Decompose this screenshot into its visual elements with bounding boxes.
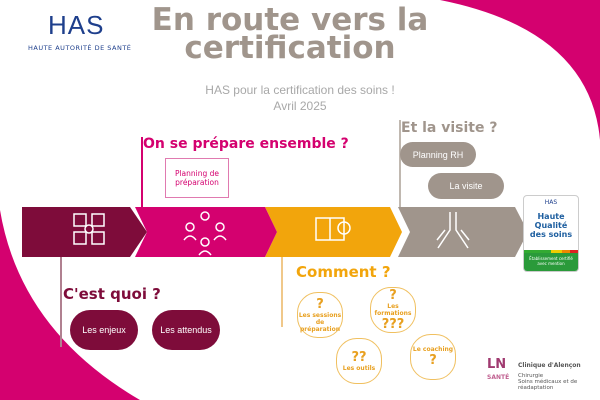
sessions-card[interactable]: ?Les sessions de préparation — [297, 292, 343, 338]
badge-logo: HAS — [544, 199, 558, 206]
has-logo: HAS — [48, 10, 105, 40]
hands-together-icon — [436, 212, 470, 249]
attendus-button[interactable]: Les attendus — [152, 310, 220, 350]
heading-prepare: On se prépare ensemble ? — [143, 136, 349, 152]
arrow-step-2 — [265, 207, 402, 257]
clinic-info: Clinique d'Alençon Chirurgie Soins médic… — [518, 362, 600, 391]
outils-label: Les outils — [342, 365, 376, 372]
team-icon — [183, 211, 227, 256]
page-title: En route vers la certification — [151, 2, 429, 66]
subtitle-text: HAS pour la certification des soins ! — [205, 83, 395, 97]
book-info-icon — [315, 217, 351, 241]
clinic-name: Clinique d'Alençon — [518, 362, 581, 369]
quality-badge: HAS Haute Qualité des soins Établissemen… — [523, 195, 579, 272]
visit-button[interactable]: La visite — [428, 173, 504, 199]
divider — [141, 137, 143, 207]
has-logo-subtitle: HAUTE AUTORITÉ DE SANTÉ — [28, 44, 132, 52]
heading-how: Comment ? — [296, 263, 391, 281]
formations-card[interactable]: ?Les formations??? — [370, 287, 416, 333]
coaching-card[interactable]: Le coaching? — [410, 334, 456, 380]
arrow-step-3 — [135, 207, 277, 257]
planning-preparation-card[interactable]: Planning de préparation — [165, 158, 229, 198]
puzzle-target-icon — [73, 213, 105, 245]
clinic-line2: Soins médicaux et de réadaptation — [518, 379, 578, 391]
divider — [399, 120, 401, 207]
coaching-label: Le coaching — [412, 346, 454, 353]
sessions-label: Les sessions de préparation — [298, 312, 342, 333]
page-subtitle: HAS pour la certification des soins ! Avr… — [150, 82, 450, 114]
badge-footer: Établissement certifié avec mention — [524, 253, 578, 271]
formations-label: Les formations — [374, 303, 412, 317]
badge-scale — [524, 250, 578, 253]
date-text: Avril 2025 — [273, 99, 327, 113]
clinic-line1: Chirurgie — [518, 373, 544, 379]
planning-rh-button[interactable]: Planning RH — [400, 142, 476, 167]
outils-card[interactable]: ??Les outils — [336, 338, 382, 384]
heading-visit: Et la visite ? — [401, 120, 498, 136]
badge-title: Haute Qualité des soins — [529, 212, 573, 239]
enjeux-button[interactable]: Les enjeux — [70, 310, 138, 350]
heading-what: C'est quoi ? — [63, 285, 161, 303]
divider — [60, 257, 62, 347]
divider — [281, 257, 283, 327]
